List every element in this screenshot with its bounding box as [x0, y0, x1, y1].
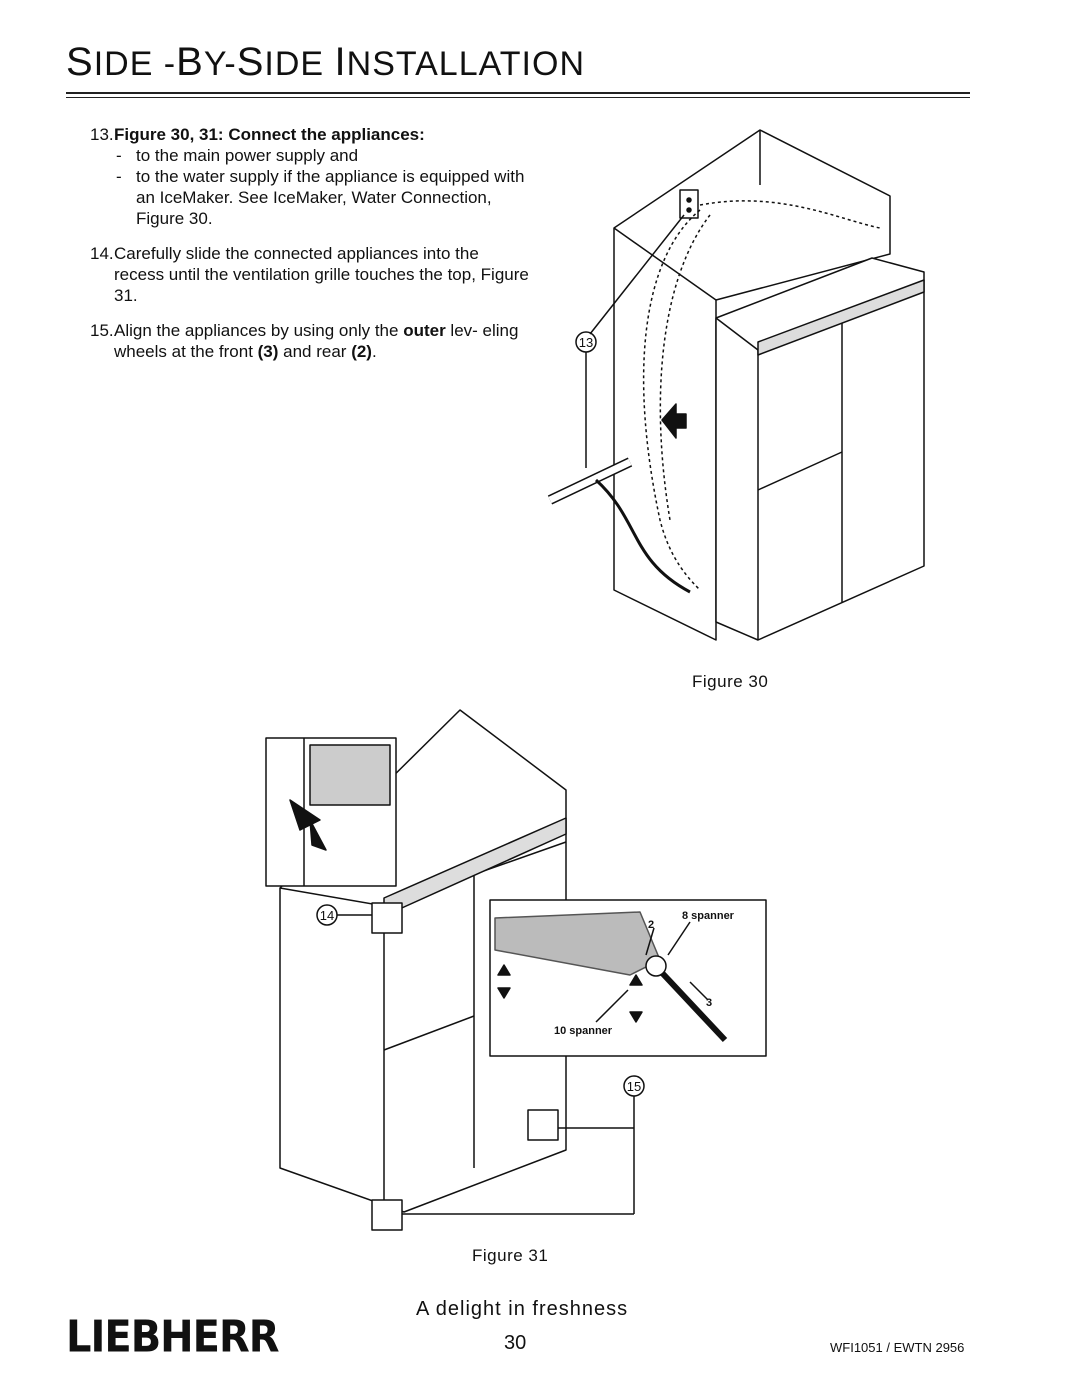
page-number: 30 [504, 1332, 527, 1354]
step-number: 13. [90, 125, 114, 144]
label-3: 3 [706, 997, 712, 1009]
header-rule-thin [66, 97, 970, 98]
label-10-spanner: 10 spanner [554, 1025, 613, 1037]
title-part: IDE [264, 45, 335, 83]
step-heading: Figure 30, 31: Connect the appliances: [114, 125, 425, 144]
step-text: Carefully slide the connected appliances… [114, 244, 529, 305]
title-part: IDE - [93, 45, 177, 83]
step-number: 14. [90, 244, 114, 263]
figure-30-caption: Figure 30 [692, 672, 769, 691]
figure-31-caption: Figure 31 [472, 1246, 549, 1265]
document-reference: WFI1051 / EWTN 2956 [830, 1340, 965, 1355]
title-part: NSTALLATION [346, 45, 585, 83]
figure-30-drawing [547, 129, 925, 641]
header-rule [66, 92, 970, 94]
callout-14: 14 [320, 908, 334, 923]
label-8-spanner: 8 spanner [682, 910, 735, 922]
liebherr-logo: LIEBHERR [66, 1312, 280, 1363]
instructions: 13. Figure 30, 31: Connect the appliance… [90, 124, 530, 362]
title-part: Y- [203, 45, 237, 83]
title-part: I [334, 40, 347, 84]
label-2: 2 [648, 919, 654, 931]
step-15: 15. Align the appliances by using only t… [90, 321, 519, 361]
bullet-water: -to the water supply if the appliance is… [116, 167, 525, 228]
step-number: 15. [90, 321, 114, 340]
title-part: S [66, 40, 94, 84]
title-part: B [176, 40, 204, 84]
title-part: S [236, 40, 265, 84]
callout-13: 13 [579, 335, 593, 350]
tagline: A delight in freshness [416, 1298, 629, 1320]
callout-15: 15 [627, 1079, 641, 1094]
bullet-power: -to the main power supply and [116, 146, 359, 165]
figure-31-drawing [265, 709, 767, 1231]
step-13: 13. Figure 30, 31: Connect the appliance… [90, 124, 530, 229]
step-14: 14. Carefully slide the connected applia… [90, 243, 530, 306]
page-title: SIDE -BY-SIDE INSTALLATION [66, 40, 585, 85]
